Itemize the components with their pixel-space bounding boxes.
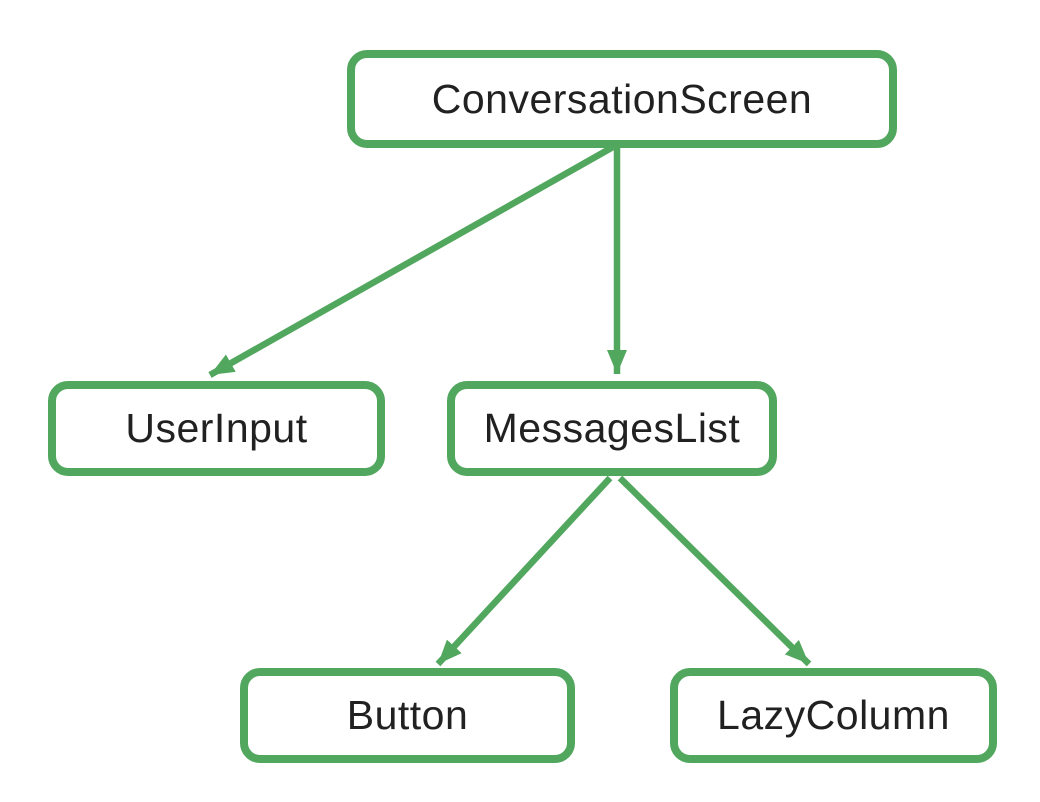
node-button: Button bbox=[240, 668, 575, 763]
node-button-label: Button bbox=[346, 692, 469, 738]
node-conversationscreen: ConversationScreen bbox=[347, 50, 897, 148]
node-conversationscreen-label: ConversationScreen bbox=[431, 75, 813, 122]
node-lazycolumn-label: LazyColumn bbox=[717, 692, 950, 738]
node-messageslist-label: MessagesList bbox=[483, 405, 741, 451]
node-userinput: UserInput bbox=[48, 381, 385, 476]
edge-conversationscreen-to-userinput-arrow bbox=[208, 144, 615, 378]
node-messageslist: MessagesList bbox=[447, 381, 777, 476]
edge-messageslist-to-lazycolumn-arrow bbox=[617, 475, 812, 667]
node-lazycolumn: LazyColumn bbox=[670, 668, 997, 763]
edge-messageslist-to-button-arrow bbox=[435, 475, 613, 667]
node-userinput-label: UserInput bbox=[125, 405, 308, 451]
